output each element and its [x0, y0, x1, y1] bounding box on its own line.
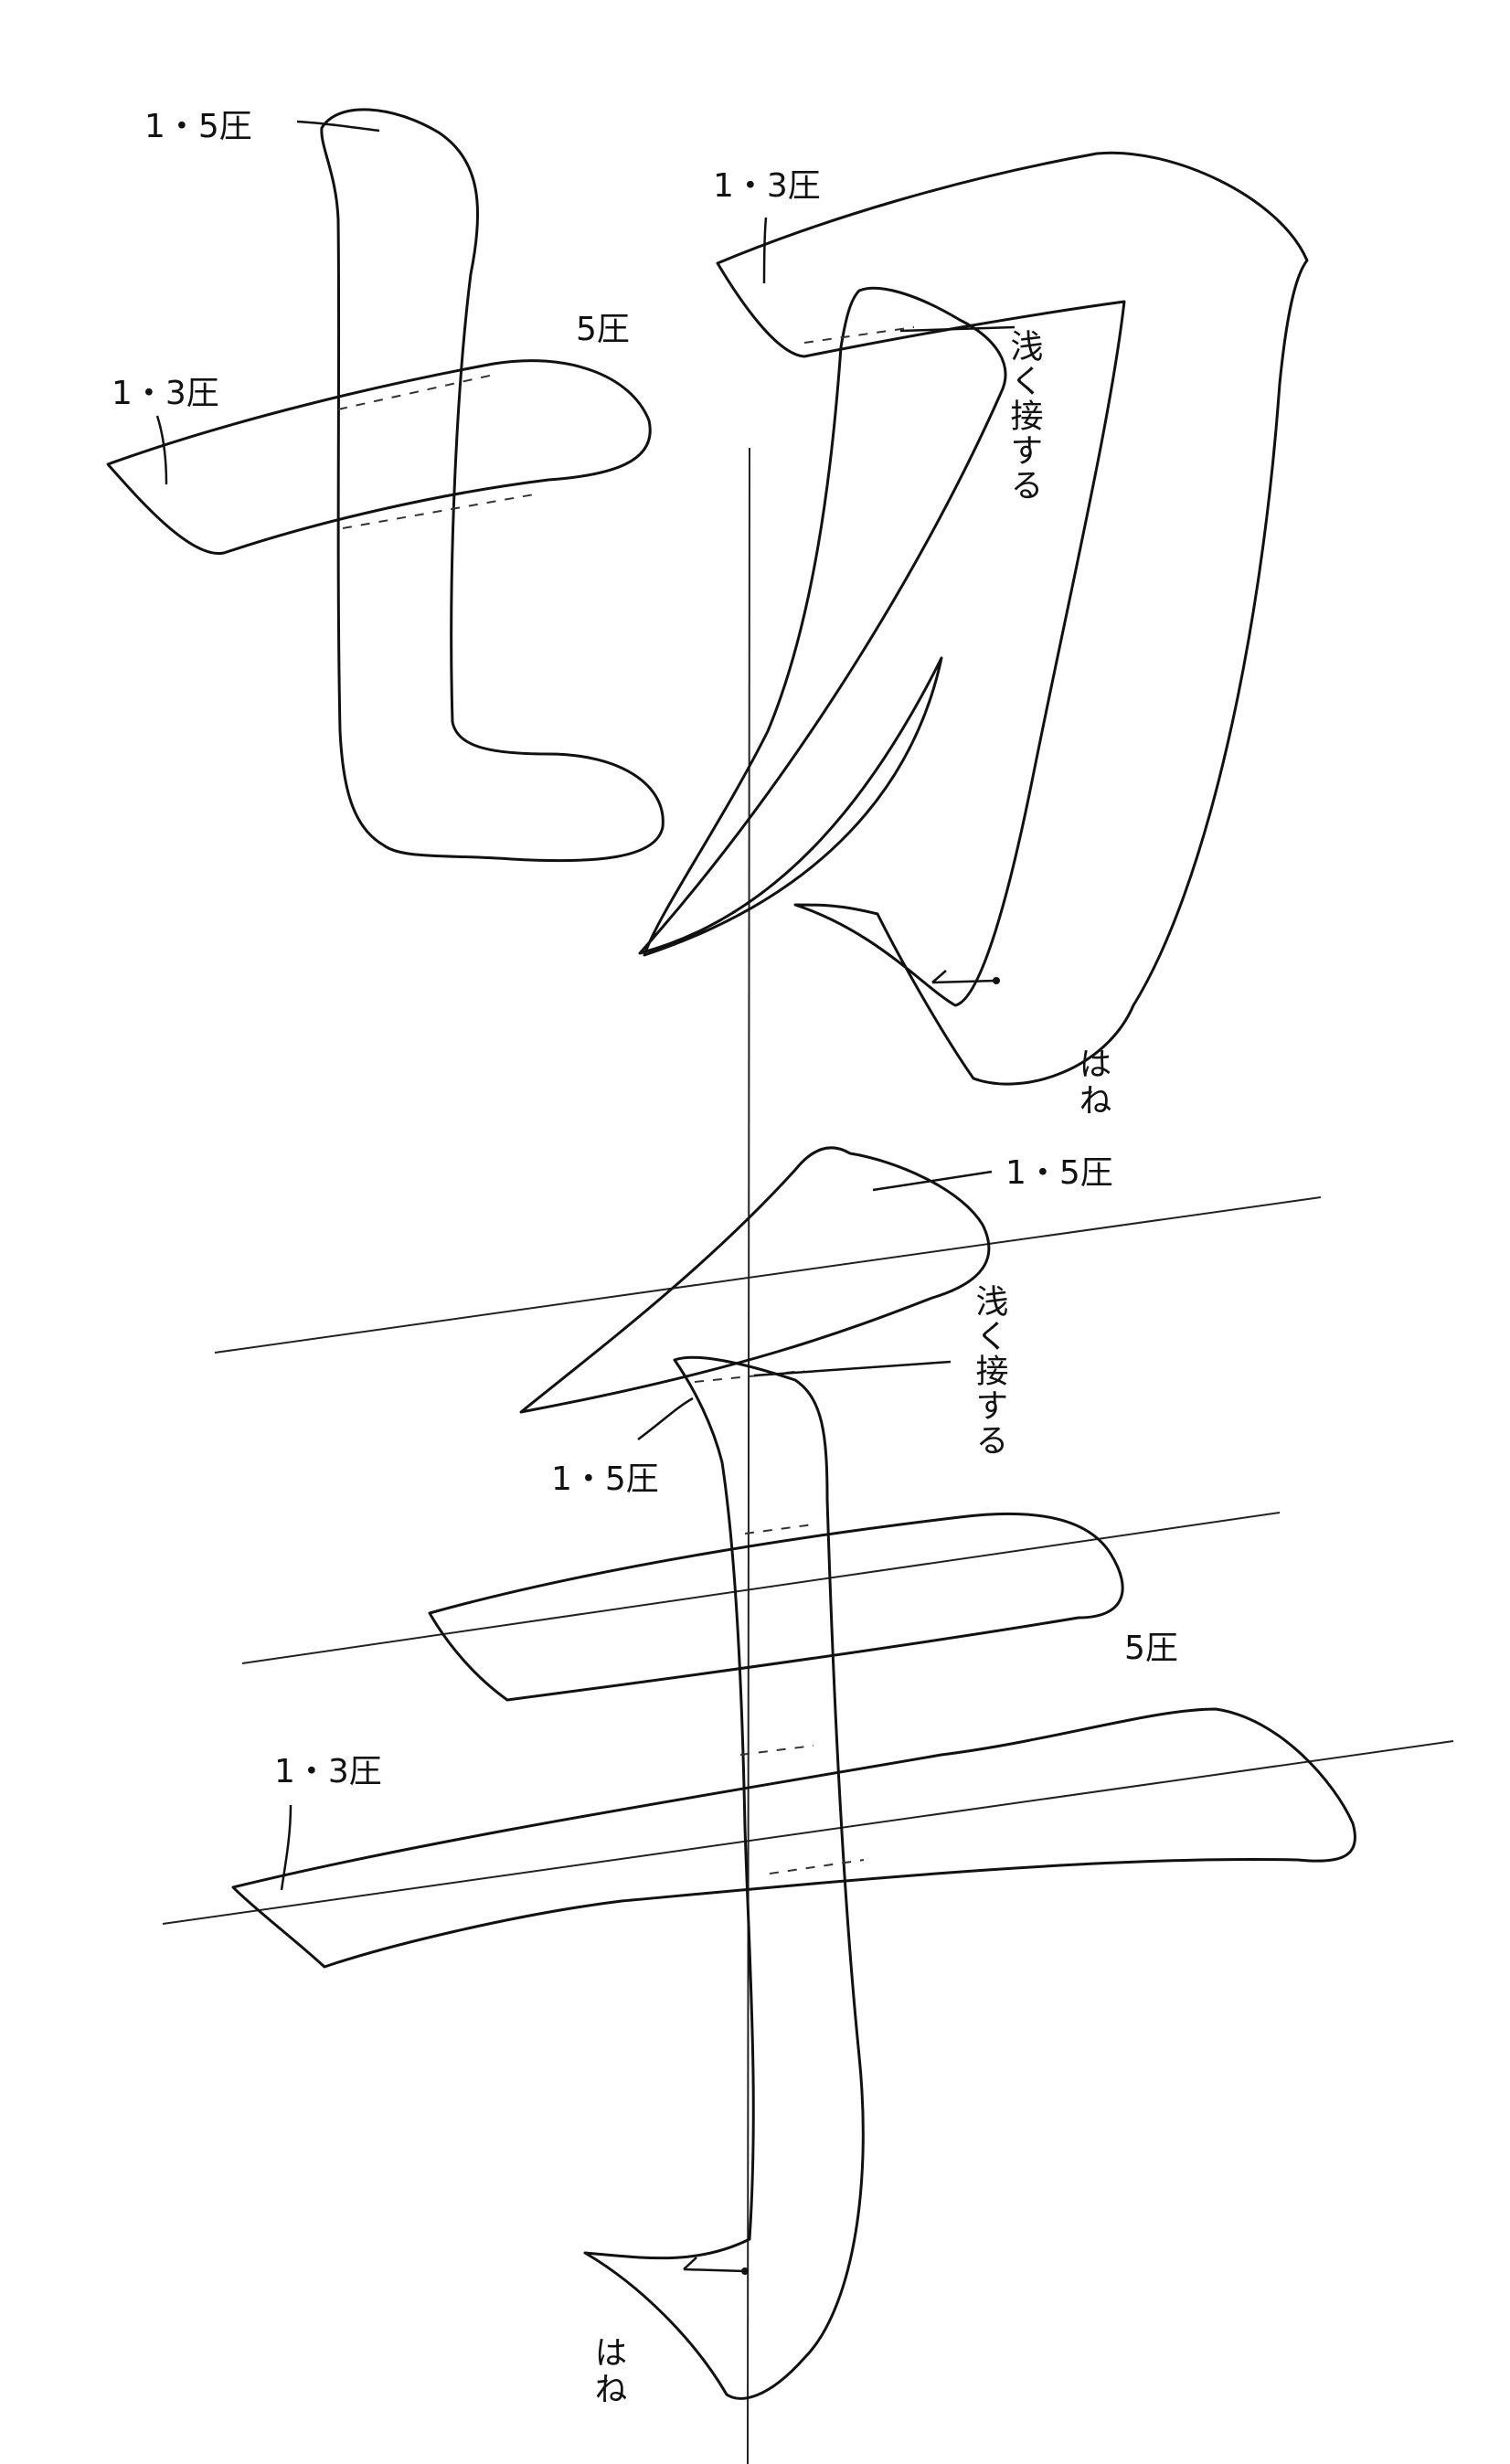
kiru-vertical-stroke — [320, 108, 665, 863]
kiru-label-contact: 浅く接する — [1005, 329, 1043, 503]
kiru-leader-horizontal — [155, 415, 168, 485]
kiru-label-blade: 1・3圧 — [713, 167, 821, 205]
kiru-blade-falling — [638, 286, 1007, 957]
te-dash-4 — [769, 1859, 865, 1875]
kiru-leader-top — [296, 120, 380, 133]
kiru-blade-outer — [716, 151, 1309, 1086]
te-dash-3 — [739, 1745, 814, 1756]
te-leader-first — [872, 1170, 993, 1192]
kiru-dash-1 — [337, 374, 494, 410]
te-leader-contact — [753, 1360, 952, 1377]
kiru-hook-arrow — [931, 970, 997, 984]
character-te: 1・5圧 浅く接する 1・5圧 5圧 1・3圧 はね — [231, 1146, 1356, 2408]
te-label-vertical: 1・5圧 — [551, 1460, 659, 1498]
te-hook-arrow — [683, 2257, 746, 2273]
te-label-first: 1・5圧 — [1005, 1154, 1113, 1192]
te-dash-2 — [744, 1524, 814, 1535]
kiru-label-horizontal: 1・3圧 — [112, 375, 219, 412]
te-leader-bottom — [280, 1804, 292, 1891]
character-kiru: 1・5圧 1・3圧 5圧 1・3圧 浅く接する はね — [106, 108, 1309, 1120]
kiru-label-hook: はね — [1074, 1046, 1111, 1120]
te-middle-stroke — [428, 1512, 1124, 1702]
kiru-leader-blade — [762, 217, 768, 284]
kiru-horizontal-stroke — [106, 359, 652, 555]
te-bottom-stroke — [231, 1707, 1356, 1969]
guide-line-1 — [214, 1196, 1322, 1354]
te-hook-dot — [741, 2268, 749, 2275]
te-label-bottom: 1・3圧 — [274, 1753, 382, 1790]
te-vertical-stroke — [583, 1355, 865, 2400]
guide-line-3 — [162, 1740, 1454, 1925]
guide-line-2 — [241, 1512, 1281, 1664]
te-label-5pressure: 5圧 — [1124, 1630, 1178, 1667]
kiru-hook-dot — [993, 977, 1000, 984]
te-leader-vertical — [637, 1397, 694, 1441]
kiru-dash-2 — [342, 493, 540, 529]
kiru-label-5pressure: 5圧 — [576, 311, 630, 348]
te-label-hook: はね — [590, 2335, 627, 2408]
te-label-contact: 浅く接する — [971, 1284, 1008, 1458]
te-first-stroke — [519, 1146, 991, 1414]
center-guide-line — [747, 447, 750, 2464]
kiru-leader-contact — [899, 325, 1016, 333]
kiru-contact-dash — [803, 326, 915, 344]
kiru-label-top: 1・5圧 — [144, 108, 252, 145]
